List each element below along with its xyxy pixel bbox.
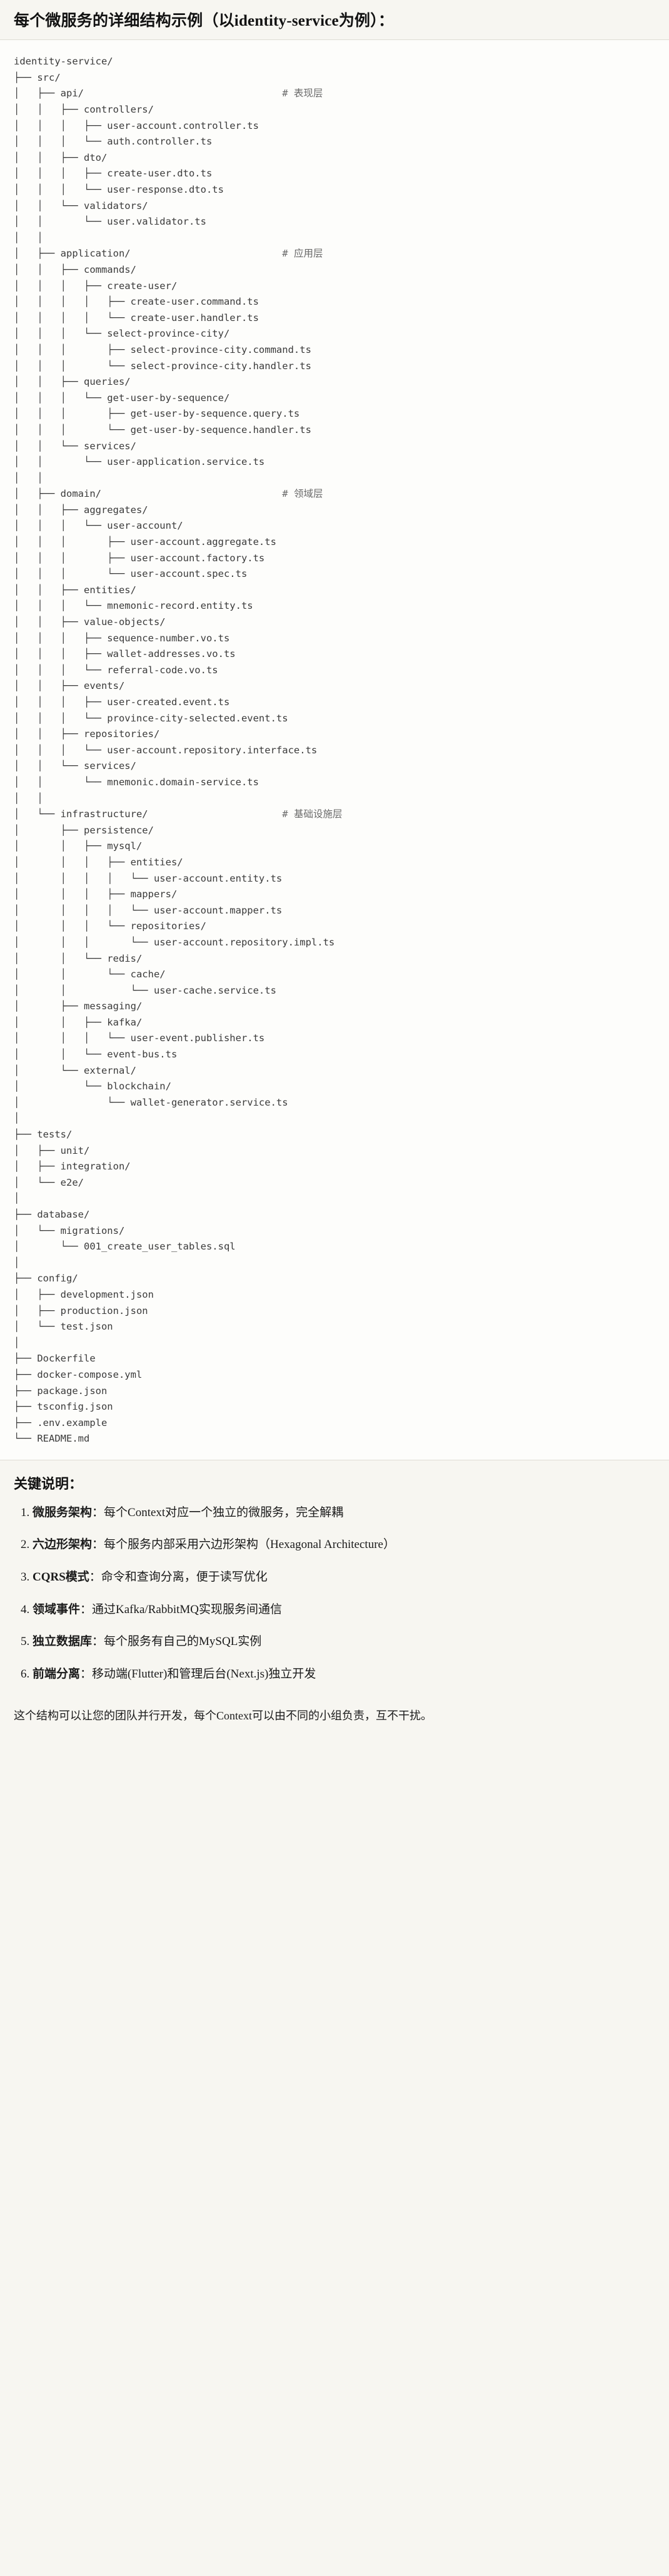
key-notes-heading: 关键说明： [14,1475,83,1492]
closing-paragraph: 这个结构可以让您的团队并行开发，每个Context可以由不同的小组负责，互不干扰… [0,1704,669,1741]
tree-comment: # 应用层 [282,248,323,260]
tree-comment: # 领域层 [282,488,323,500]
key-note-term: 独立数据库 [33,1635,93,1649]
key-note-term: 领域事件 [33,1602,81,1616]
key-note-description: ：命令和查询分离，便于读写优化 [89,1571,268,1584]
key-notes-section: 关键说明： 微服务架构：每个Context对应一个独立的微服务，完全解耦六边形架… [0,1460,669,1704]
document-page: 每个微服务的详细结构示例（以identity-service为例）： ident… [0,0,669,1741]
key-note-item: 六边形架构：每个服务内部采用六边形架构（Hexagonal Architectu… [33,1536,655,1554]
key-note-item: CQRS模式：命令和查询分离，便于读写优化 [33,1569,655,1586]
key-note-term: 微服务架构 [33,1505,93,1519]
directory-tree-block: identity-service/ ├── src/ │ ├── api/ # … [0,40,669,1460]
key-notes-list: 微服务架构：每个Context对应一个独立的微服务，完全解耦六边形架构：每个服务… [14,1504,655,1683]
document-header: 每个微服务的详细结构示例（以identity-service为例）： [0,0,669,41]
key-note-item: 独立数据库：每个服务有自己的MySQL实例 [33,1633,655,1651]
tree-comment: # 基础设施层 [282,808,343,820]
directory-tree: identity-service/ ├── src/ │ ├── api/ # … [14,54,655,1447]
tree-comment: # 表现层 [282,88,323,99]
key-note-item: 微服务架构：每个Context对应一个独立的微服务，完全解耦 [33,1504,655,1522]
key-note-item: 前端分离：移动端(Flutter)和管理后台(Next.js)独立开发 [33,1666,655,1683]
key-note-description: ：每个服务内部采用六边形架构（Hexagonal Architecture） [92,1538,395,1552]
key-note-description: ：每个Context对应一个独立的微服务，完全解耦 [92,1505,344,1519]
key-note-term: CQRS模式 [33,1571,89,1584]
key-note-item: 领域事件：通过Kafka/RabbitMQ实现服务间通信 [33,1601,655,1619]
key-note-term: 前端分离 [33,1667,81,1681]
key-note-description: ：每个服务有自己的MySQL实例 [92,1635,262,1649]
directory-tree-code: identity-service/ ├── src/ │ ├── api/ # … [14,56,343,1445]
key-note-term: 六边形架构 [33,1538,93,1552]
page-title: 每个微服务的详细结构示例（以identity-service为例）： [14,13,395,29]
key-note-description: ：移动端(Flutter)和管理后台(Next.js)独立开发 [80,1667,316,1681]
key-note-description: ：通过Kafka/RabbitMQ实现服务间通信 [80,1602,282,1616]
